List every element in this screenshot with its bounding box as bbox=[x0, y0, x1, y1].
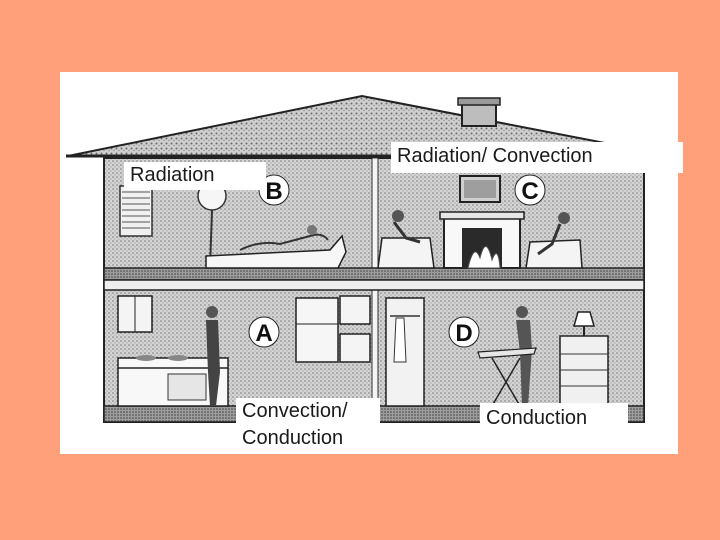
label-conduction: Conduction bbox=[480, 403, 628, 435]
armchair-left bbox=[377, 237, 435, 269]
chimney bbox=[461, 101, 497, 127]
label-radiation: Radiation bbox=[124, 162, 266, 190]
room-d-letter: D bbox=[455, 320, 472, 347]
room-b-marker bbox=[258, 174, 290, 206]
label-convection-conduction: Convection/ Conduction bbox=[236, 398, 380, 454]
label-conduction-line: Conduction bbox=[242, 427, 344, 449]
diagram-panel: B C A bbox=[60, 72, 678, 454]
room-c-marker bbox=[514, 174, 546, 206]
room-b-letter: B bbox=[265, 178, 282, 205]
person-a bbox=[206, 320, 220, 406]
armchair-right bbox=[525, 239, 583, 269]
room-a-letter: A bbox=[255, 320, 272, 347]
ironing-board bbox=[477, 347, 537, 359]
refrigerator bbox=[295, 297, 339, 363]
bed-b bbox=[205, 234, 347, 269]
room-c-letter: C bbox=[521, 178, 538, 205]
dresser bbox=[559, 335, 609, 407]
room-a-marker bbox=[248, 316, 280, 348]
lamp bbox=[573, 311, 595, 327]
label-radiation-convection: Radiation/ Convection bbox=[391, 142, 683, 173]
room-d-marker bbox=[448, 316, 480, 348]
label-convection-line: Convection/ bbox=[242, 400, 348, 422]
house-illustration: B C A bbox=[66, 94, 674, 423]
person-d bbox=[516, 320, 532, 406]
upper-floor bbox=[103, 267, 645, 281]
